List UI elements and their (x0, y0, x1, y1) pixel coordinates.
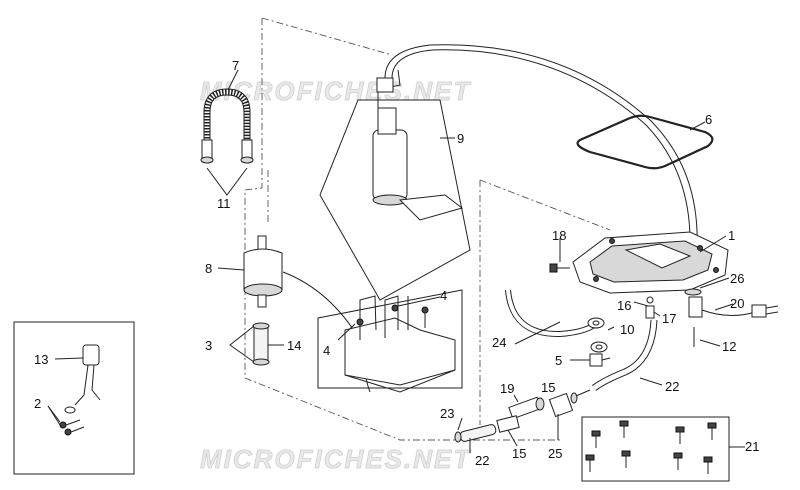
part-1-pump-flange (572, 231, 729, 294)
callout-4b: 4 (323, 343, 330, 358)
callout-4a: 4 (440, 288, 447, 303)
part-16-17-fittings (645, 296, 655, 319)
part-14-tube (252, 322, 270, 366)
callout-16: 16 (617, 298, 631, 313)
callout-15b: 15 (541, 380, 555, 395)
callout-20: 20 (730, 296, 744, 311)
callout-22a: 22 (475, 453, 489, 468)
callout-24: 24 (492, 335, 506, 350)
callout-7: 7 (232, 58, 239, 73)
part-8-fuel-filter (243, 235, 371, 393)
callout-18: 18 (552, 228, 566, 243)
callout-15a: 15 (512, 446, 526, 461)
part-19-connector (508, 396, 545, 420)
callout-6: 6 (705, 112, 712, 127)
leader-3 (229, 325, 255, 363)
part-6-gasket (576, 114, 714, 170)
callout-14: 14 (287, 338, 301, 353)
callout-5: 5 (555, 353, 562, 368)
part-10-washers (587, 317, 608, 353)
watermark-top: MICROFICHES.NET (200, 76, 471, 106)
leader-11 (206, 167, 248, 196)
callout-8: 8 (205, 261, 212, 276)
part-25-connector (548, 392, 578, 440)
callout-22b: 22 (665, 379, 679, 394)
callout-25: 25 (548, 446, 562, 461)
sensor-inset-box (13, 321, 135, 475)
part-21-screw-set (581, 416, 730, 482)
leader-4b (337, 323, 356, 341)
leader-4a (397, 296, 441, 307)
callout-12: 12 (722, 339, 736, 354)
callout-11: 11 (217, 196, 231, 211)
watermark-bottom: MICROFICHES.NET (200, 444, 471, 474)
callout-numbers: 1 2 3 4 4 5 6 7 8 9 10 11 12 13 14 15 15… (34, 58, 759, 468)
callout-17: 17 (662, 311, 676, 326)
callout-19: 19 (500, 381, 514, 396)
part-20-sensor (684, 288, 779, 318)
callout-26: 26 (730, 271, 744, 286)
leader-15b (575, 389, 591, 397)
wiring-harness (376, 44, 698, 249)
callout-23: 23 (440, 406, 454, 421)
part-5-bolt (570, 353, 603, 367)
leader-lines (47, 69, 745, 453)
callout-21: 21 (745, 439, 759, 454)
part-4-pump-bracket (317, 289, 463, 393)
part-18-screw (549, 263, 570, 273)
part-7-coiled-hose (200, 88, 254, 164)
callout-10: 10 (620, 322, 634, 337)
callout-9: 9 (457, 131, 464, 146)
part-9-fuel-pump (319, 69, 471, 301)
callout-2: 2 (34, 396, 41, 411)
part-22-tube-bottom (454, 415, 520, 443)
callout-1: 1 (728, 228, 735, 243)
callout-13: 13 (34, 352, 48, 367)
callout-3: 3 (205, 338, 212, 353)
